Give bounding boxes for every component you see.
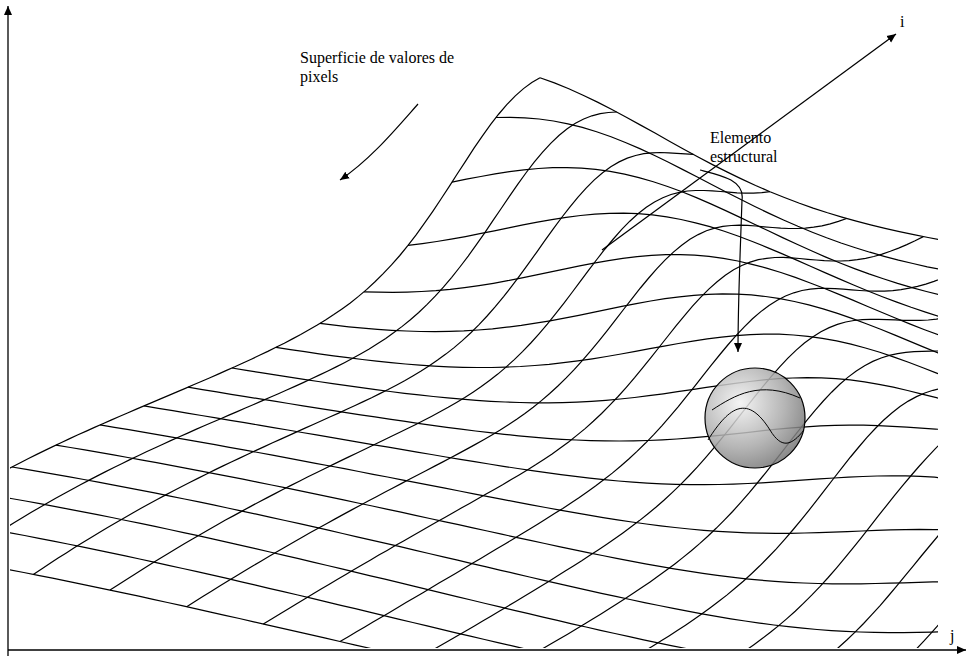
sphere-mesh-line	[708, 408, 804, 443]
mesh-line	[276, 334, 938, 510]
vertical-axis	[7, 6, 8, 656]
mesh-line	[540, 78, 938, 361]
mesh-line	[496, 117, 938, 382]
mesh-line	[417, 262, 938, 648]
mesh-line	[570, 285, 938, 649]
leader-arrow	[340, 104, 418, 180]
mesh-line	[100, 425, 938, 613]
callout-label: Elemento estructural	[710, 128, 802, 166]
mesh-line	[408, 213, 938, 429]
axis-label: j	[950, 626, 954, 645]
mesh-line	[187, 219, 847, 607]
mesh-line	[110, 191, 770, 591]
mesh-line	[723, 308, 938, 648]
mesh-line	[56, 445, 938, 626]
mesh-line	[10, 491, 938, 648]
mesh-line	[800, 321, 938, 648]
mesh-line	[188, 387, 938, 568]
leader-arrow	[700, 170, 742, 352]
mesh-line	[10, 78, 540, 547]
i-axis	[602, 34, 896, 250]
mesh-line	[452, 168, 938, 406]
sphere-mesh-line	[712, 390, 800, 410]
pixel-surface-mesh	[10, 78, 938, 648]
callout-label: Superficie de valores de pixels	[300, 48, 460, 86]
mesh-line	[647, 296, 938, 648]
j-axis	[8, 649, 966, 650]
structuring-element-sphere	[705, 368, 805, 468]
mesh-line	[263, 237, 923, 624]
axis-label: i	[900, 12, 904, 31]
mesh-line	[493, 273, 938, 648]
mesh-line	[33, 153, 693, 575]
mesh-line	[10, 112, 617, 560]
mesh-line	[877, 334, 938, 648]
mesh-line	[340, 250, 938, 642]
mesh-line	[232, 368, 938, 540]
